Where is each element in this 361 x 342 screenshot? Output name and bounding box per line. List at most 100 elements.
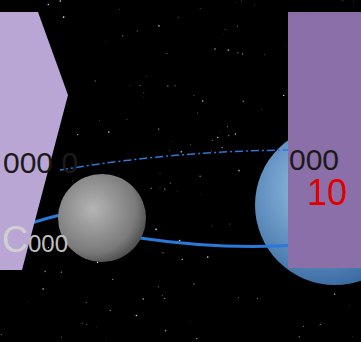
star — [219, 131, 221, 133]
star — [241, 0, 243, 2]
star — [196, 338, 197, 339]
star — [86, 302, 87, 303]
panel-text: 10 — [307, 175, 347, 211]
star — [207, 256, 209, 258]
star — [60, 12, 62, 14]
star — [48, 4, 50, 6]
star — [158, 286, 159, 287]
star — [165, 330, 167, 332]
star — [211, 150, 213, 152]
star — [27, 300, 29, 302]
star — [214, 48, 215, 49]
star — [129, 85, 131, 87]
panel-box: 00010 — [288, 12, 361, 268]
star — [96, 326, 98, 328]
star — [223, 33, 225, 35]
star — [61, 337, 62, 338]
star — [169, 182, 170, 183]
star — [164, 298, 165, 299]
star — [1, 334, 2, 335]
star — [118, 9, 120, 11]
star — [169, 150, 170, 151]
moon — [58, 174, 146, 262]
star — [179, 240, 181, 242]
star — [158, 25, 160, 27]
star — [298, 336, 300, 338]
star — [172, 141, 174, 143]
star — [199, 176, 201, 178]
star — [174, 85, 175, 86]
star — [110, 310, 111, 311]
star — [237, 52, 238, 53]
star — [320, 324, 321, 325]
star — [177, 17, 179, 19]
star — [167, 85, 169, 87]
star — [225, 29, 226, 30]
overlay-text: C — [2, 222, 28, 258]
star — [342, 0, 344, 2]
star — [199, 7, 201, 9]
star — [82, 323, 83, 324]
star — [71, 180, 73, 182]
star — [44, 270, 46, 272]
star — [243, 100, 245, 102]
star — [180, 151, 182, 153]
star — [222, 147, 223, 148]
star — [303, 326, 304, 327]
star — [285, 46, 287, 48]
star — [105, 341, 107, 342]
star — [242, 53, 243, 54]
star — [89, 164, 91, 166]
star — [108, 131, 110, 133]
orbit-dashed — [60, 150, 300, 170]
star — [190, 143, 192, 145]
overlay-text: 000 — [28, 232, 68, 256]
star — [253, 4, 255, 6]
star — [202, 100, 204, 102]
star — [228, 135, 230, 137]
star — [60, 0, 62, 2]
panel-text: 000 — [289, 145, 339, 175]
star — [193, 283, 195, 285]
star — [95, 80, 97, 82]
star — [334, 294, 336, 296]
chevron-panel — [0, 12, 68, 270]
star — [151, 188, 152, 189]
star — [197, 112, 199, 114]
star — [237, 26, 238, 27]
star — [212, 140, 214, 142]
star — [77, 134, 78, 135]
star — [217, 137, 219, 139]
star — [162, 295, 163, 296]
star — [261, 109, 263, 111]
star — [139, 84, 141, 86]
star — [176, 191, 178, 193]
overlay-text: 000 0 — [3, 148, 78, 178]
star — [126, 119, 128, 121]
star — [158, 128, 159, 129]
star — [105, 41, 107, 43]
star — [235, 2, 237, 4]
star — [211, 225, 212, 226]
star — [166, 53, 167, 54]
star — [235, 133, 237, 135]
star — [136, 315, 138, 317]
star — [42, 288, 44, 290]
star — [86, 324, 88, 326]
star — [159, 187, 161, 189]
star — [349, 305, 351, 307]
star — [352, 335, 354, 337]
star — [236, 298, 238, 300]
star — [163, 252, 164, 253]
star — [229, 223, 231, 225]
star — [143, 96, 145, 98]
star — [159, 172, 161, 174]
star — [264, 54, 266, 56]
star — [164, 188, 166, 190]
star — [142, 298, 143, 299]
star — [137, 30, 138, 31]
star — [193, 95, 194, 96]
star — [182, 259, 183, 260]
star — [66, 103, 68, 105]
